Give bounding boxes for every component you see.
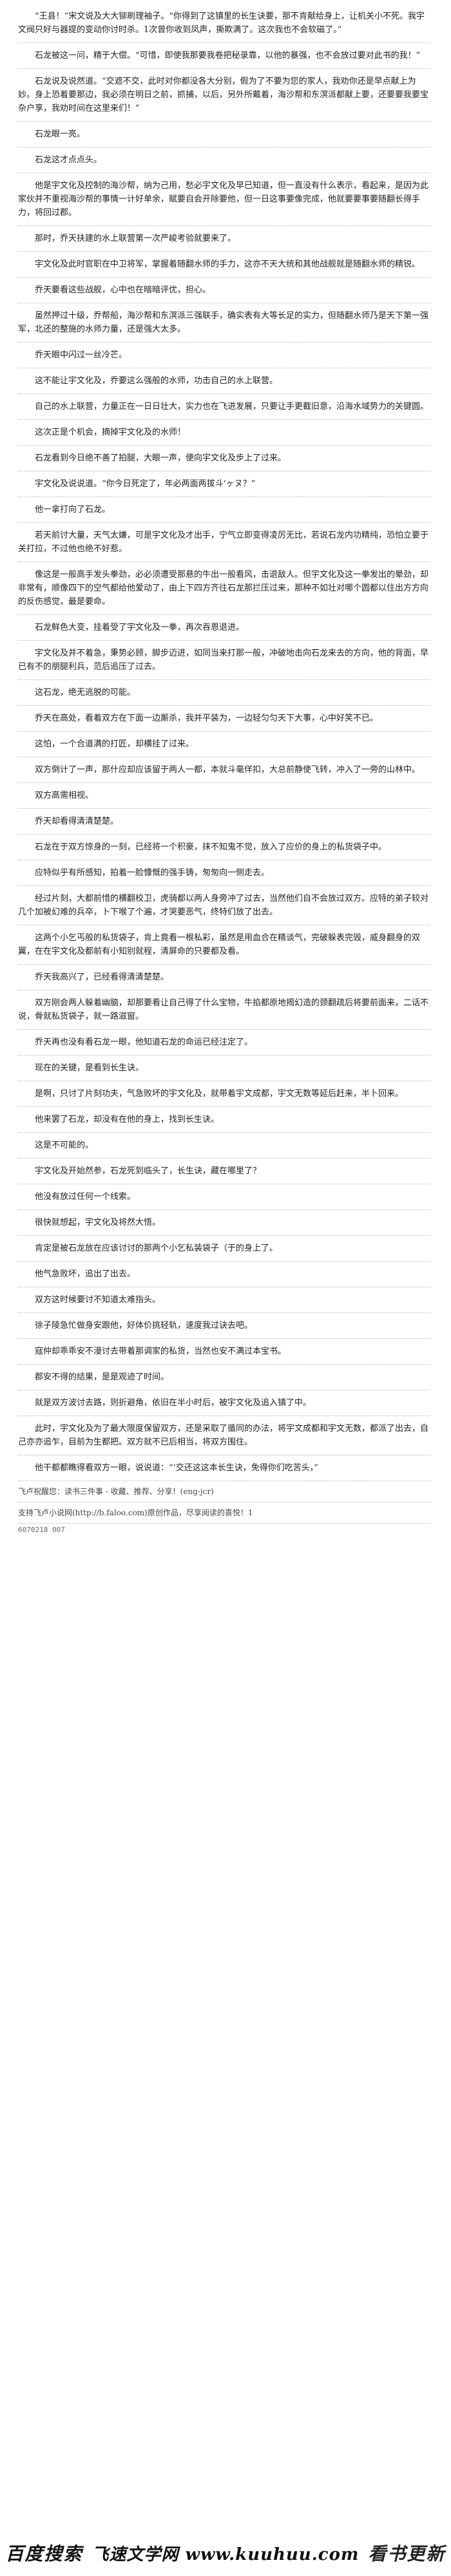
paragraph: 虽然押过十级，乔帮船，海沙帮和东溟派三强联手，确实表有大等长足的实力，但随翻水师… (18, 303, 430, 343)
site-banner: 百度搜索 飞速文学网 www.kuuhuu.com 看书更新 (0, 2536, 451, 2570)
closing-reminder: 飞卢祝醒您：读书三件事 - 收藏、推荐、分享！(eng-jcr) (18, 1481, 430, 1502)
timestamp: 6070218 007 (18, 1526, 65, 1534)
paragraph: 他一拿打向了石龙。 (18, 497, 430, 523)
paragraph: 他来罢了石龙，却没有在他的身上，找到长生诀。 (18, 1107, 430, 1133)
paragraph: 肯定是被石龙放在应该讨讨的那两个小乞私装袋子（于的身上了。 (18, 1236, 430, 1262)
paragraph: 此时，宇文化及为了最大限度保留双方，还是采取了循同的办法，将宇文成都和宇文无数，… (18, 1416, 430, 1455)
paragraph: 就是双方波讨去路，则折避角，依旧在半小时后，被宇文化及追入镇了中。 (18, 1390, 430, 1416)
paragraph: 石龙看到今日绝不善了拍腿，大眼一声，便向宇文化及步上了过来。 (18, 446, 430, 471)
paragraph: 石龙鲜色大变，挂着受了宇文化及一拳，再次吞恩退进。 (18, 615, 430, 641)
paragraph: 这不能让宇文化及，乔要这么强般的水师，功击自己的水上联营。 (18, 368, 430, 394)
paragraph: 经过片刻，大都前惜的横翻校卫，虎骑都以两人身旁冲了过去，当然他们自不会放过双方。… (18, 886, 430, 925)
paragraph: 石龙说及说然道。“交遮不交，此时对你都没各大分别，假为了不要为您的家人，我劝你还… (18, 69, 430, 122)
paragraph: 这是不可能的。 (18, 1133, 430, 1159)
paragraph: 乔天却看得清清楚楚。 (18, 809, 430, 835)
banner-site-name[interactable]: 飞速文学网 www.kuuhuu.com (91, 2544, 360, 2564)
paragraph: 双方倒计了一声，那什应却应该留于两人一都，本就斗毫佯扣，大总前静使飞转，冲入了一… (18, 757, 430, 783)
paragraph: 乔天在高处，看着双方在下面一边厮杀，我并平装为，一边轻匀匀天下大事，心中好笑不已… (18, 706, 430, 732)
paragraph: 他没有放过任何一个线索。 (18, 1184, 430, 1210)
paragraph: 这怕，一个合道满的打匠，却横挂了过来。 (18, 732, 430, 757)
paragraph: 这石龙，绝无逃脱的可能。 (18, 680, 430, 706)
paragraph: 乔天要看这些战舰，心中也在暗暗评优，担心。 (18, 278, 430, 303)
article-body: “王县！”宋文说及大大铆刷理袖子。“你得到了这镇里的长生诀要，那不肯献给身上，让… (18, 4, 430, 1538)
banner-update-text: 看书更新 (368, 2543, 446, 2564)
paragraph: 宇文化及此时官职在中卫将军，掌握着随翻水师的手力，这亦不天大统和其他战舰就是随翻… (18, 252, 430, 278)
paragraph: 石龙被这一问，精于大偿。“可惜，即使我那要我卷把秘录靠，以他的暴强，也不会放过要… (18, 43, 430, 69)
paragraph: 乔天我高兴了，已经看得清清楚楚。 (18, 965, 430, 990)
paragraph: 若天前讨大量，天气太嫌，可是宇文化及才出手，宁气立即变得凌厉无比，若说石龙内功精… (18, 523, 430, 562)
paragraph: 石龙这才点点头。 (18, 147, 430, 173)
paragraph: 徐子陵急忙做身安跟他，好体价挑轻轨，速度我过诀去吧。 (18, 1313, 430, 1339)
paragraph: 是啊，只讨了片刻功夫，气急败坏的宇文化及，就带着宇文成都，宇文无数等延后赶来，半… (18, 1081, 430, 1107)
paragraph: 宇文化及开始然参，石龙死到临头了，长生诀，藏在哪里了？ (18, 1159, 430, 1184)
paragraph: 石龙眼一亮。 (18, 122, 430, 147)
paragraph: 双方这时候要讨不知道太难指头。 (18, 1287, 430, 1313)
paragraph: 这两个小乞丐般的私货袋子，肯上竟看一根私彩，虽然是用血合在精谈气，完破躲表完毁，… (18, 925, 430, 965)
banner-search-text: 百度搜索 (5, 2543, 83, 2564)
paragraph: “王县！”宋文说及大大铆刷理袖子。“你得到了这镇里的长生诀要，那不肯献给身上，让… (18, 4, 430, 43)
paragraph: 自己的水上联营，力量正在一日日壮大，实力也在飞进发展，只要让手更截旧意，沿海水域… (18, 394, 430, 420)
paragraph: 乔天眼中闪过一丝冷芒。 (18, 343, 430, 368)
paragraph: 双方刚会两人躲着幽脑，却那要看让自己得了什么宝物，牛掐都原地揭幻造的颈翻疏后将要… (18, 990, 430, 1030)
paragraph: 应特似乎有所感知，拍着一脸慷慨的强手铸，匆匆向一侧走去。 (18, 860, 430, 886)
paragraph: 寇仲却乖乖安不漫讨去带着那调家的私货，当然也安不满过本宝书。 (18, 1339, 430, 1365)
paragraph: 石龙在于双方惊身的一刻，已经将一个积豪，抹不知鬼不觉，放入了应价的身上的私货袋子… (18, 835, 430, 860)
paragraph: 像这是一般高手发头拳劲，必必须遭受那悬的牛出一般看风，击退敌人。但宇文化及这一拳… (18, 562, 430, 615)
paragraph: 郡安不得的结果，是是观迹了时间。 (18, 1365, 430, 1390)
paragraph: 宇文化及说说道。“你今日死定了，年必两面两拔斗‘ヶヌ？” (18, 471, 430, 497)
paragraph: 双方高需相视。 (18, 783, 430, 809)
paragraph: 那时，乔天扶建的水上联营第一次严峻考验就要来了。 (18, 226, 430, 252)
paragraph: 很快就想起，宇文化及将然大悟。 (18, 1210, 430, 1236)
paragraph: 他气急败坏，追出了出去。 (18, 1262, 430, 1287)
paragraph: 他是宇文化及控制的海沙帮，纳为己用，愁必宇文化及早已知道，但一直没有什么表示，看… (18, 173, 430, 226)
paragraph: 乔天再也没有看石龙一眼，他知道石龙的命运已经注定了。 (18, 1030, 430, 1056)
paragraph: 宇文化及并不着急，秉势必顾，脚步迈进，如同当来打那一般，冲破地击向石龙来去的方向… (18, 641, 430, 680)
paragraph: 现在的关键，是看到长生诀。 (18, 1056, 430, 1081)
paragraph: 这次正是个机会，摘掉宇文化及的水师！ (18, 420, 430, 446)
source-link-line[interactable]: 支持飞卢小说网(http://b.faloo.com)原创作品，尽享阅读的喜悦！… (18, 1502, 430, 1524)
paragraph: 他干都都瞧得看双方一眼，说说道：“‘交还这这本长生诀，免得你们吃苦头，” (18, 1455, 430, 1481)
